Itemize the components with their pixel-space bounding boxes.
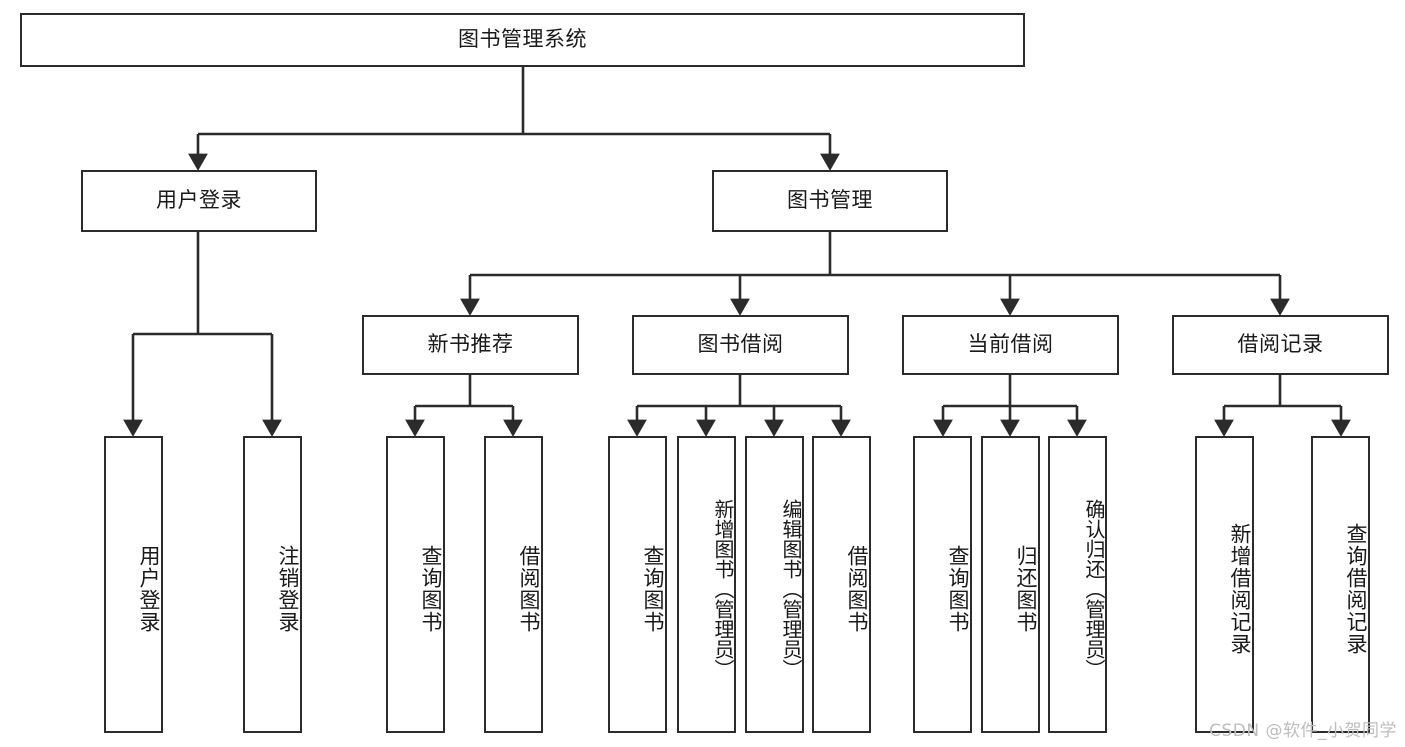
node-leaf-query-book-3-label: 查询图书	[946, 544, 970, 633]
node-leaf-query-book-2-label: 查询图书	[641, 544, 665, 633]
node-root[interactable]: 图书管理系统	[20, 13, 1025, 67]
node-leaf-confirm-return-label: 确认归还（管理员）	[1082, 498, 1106, 679]
node-leaf-query-record[interactable]: 查询借阅记录	[1311, 436, 1370, 733]
node-new-book-rec[interactable]: 新书推荐	[362, 315, 579, 375]
node-leaf-edit-book-label: 编辑图书（管理员）	[779, 498, 803, 679]
node-new-book-rec-label: 新书推荐	[427, 332, 514, 357]
node-leaf-user-login[interactable]: 用户登录	[104, 436, 163, 733]
node-leaf-borrow-book-1[interactable]: 借阅图书	[484, 436, 543, 733]
node-book-manage-label: 图书管理	[787, 188, 873, 213]
node-leaf-borrow-book-1-label: 借阅图书	[517, 544, 541, 633]
node-borrow-record-label: 借阅记录	[1237, 332, 1324, 357]
node-leaf-confirm-return[interactable]: 确认归还（管理员）	[1048, 436, 1107, 733]
node-book-manage[interactable]: 图书管理	[712, 170, 948, 232]
node-leaf-borrow-book-2-label: 借阅图书	[845, 544, 869, 633]
node-leaf-add-book-label: 新增图书（管理员）	[711, 498, 735, 679]
node-leaf-query-book-2[interactable]: 查询图书	[608, 436, 667, 733]
node-leaf-add-record-label: 新增借阅记录	[1228, 522, 1252, 655]
node-current-borrow[interactable]: 当前借阅	[902, 315, 1119, 375]
node-leaf-edit-book[interactable]: 编辑图书（管理员）	[745, 436, 804, 733]
node-user-login[interactable]: 用户登录	[81, 170, 317, 232]
node-leaf-add-record[interactable]: 新增借阅记录	[1195, 436, 1254, 733]
node-leaf-query-book-1-label: 查询图书	[419, 544, 443, 633]
node-borrow-record[interactable]: 借阅记录	[1172, 315, 1389, 375]
node-leaf-borrow-book-2[interactable]: 借阅图书	[812, 436, 871, 733]
node-book-borrow[interactable]: 图书借阅	[632, 315, 849, 375]
node-leaf-query-record-label: 查询借阅记录	[1344, 522, 1368, 655]
node-leaf-add-book[interactable]: 新增图书（管理员）	[677, 436, 736, 733]
node-current-borrow-label: 当前借阅	[967, 332, 1054, 357]
node-leaf-query-book-3[interactable]: 查询图书	[913, 436, 972, 733]
node-book-borrow-label: 图书借阅	[697, 332, 784, 357]
node-user-login-label: 用户登录	[156, 188, 242, 213]
node-leaf-logout-login[interactable]: 注销登录	[243, 436, 302, 733]
node-leaf-user-login-label: 用户登录	[137, 544, 161, 633]
node-leaf-logout-login-label: 注销登录	[276, 544, 300, 633]
node-leaf-return-book[interactable]: 归还图书	[981, 436, 1040, 733]
node-leaf-query-book-1[interactable]: 查询图书	[386, 436, 445, 733]
node-leaf-return-book-label: 归还图书	[1014, 544, 1038, 633]
node-root-label: 图书管理系统	[458, 27, 587, 52]
